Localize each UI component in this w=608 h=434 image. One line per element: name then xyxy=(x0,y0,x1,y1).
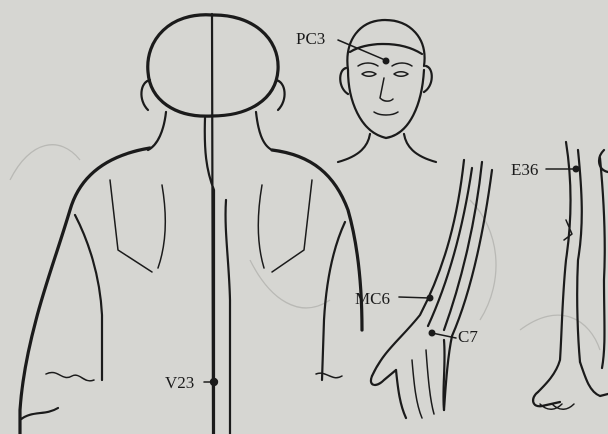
label-mc6: MC6 xyxy=(355,290,390,307)
label-pc3: PC3 xyxy=(296,30,325,47)
leg-figure xyxy=(533,142,608,409)
label-c7: C7 xyxy=(458,328,478,345)
label-v23: V23 xyxy=(165,374,194,391)
face-figure xyxy=(338,20,436,162)
label-e36: E36 xyxy=(511,161,538,178)
pc3-point-marker xyxy=(383,58,390,65)
back-view-figure xyxy=(20,14,362,434)
